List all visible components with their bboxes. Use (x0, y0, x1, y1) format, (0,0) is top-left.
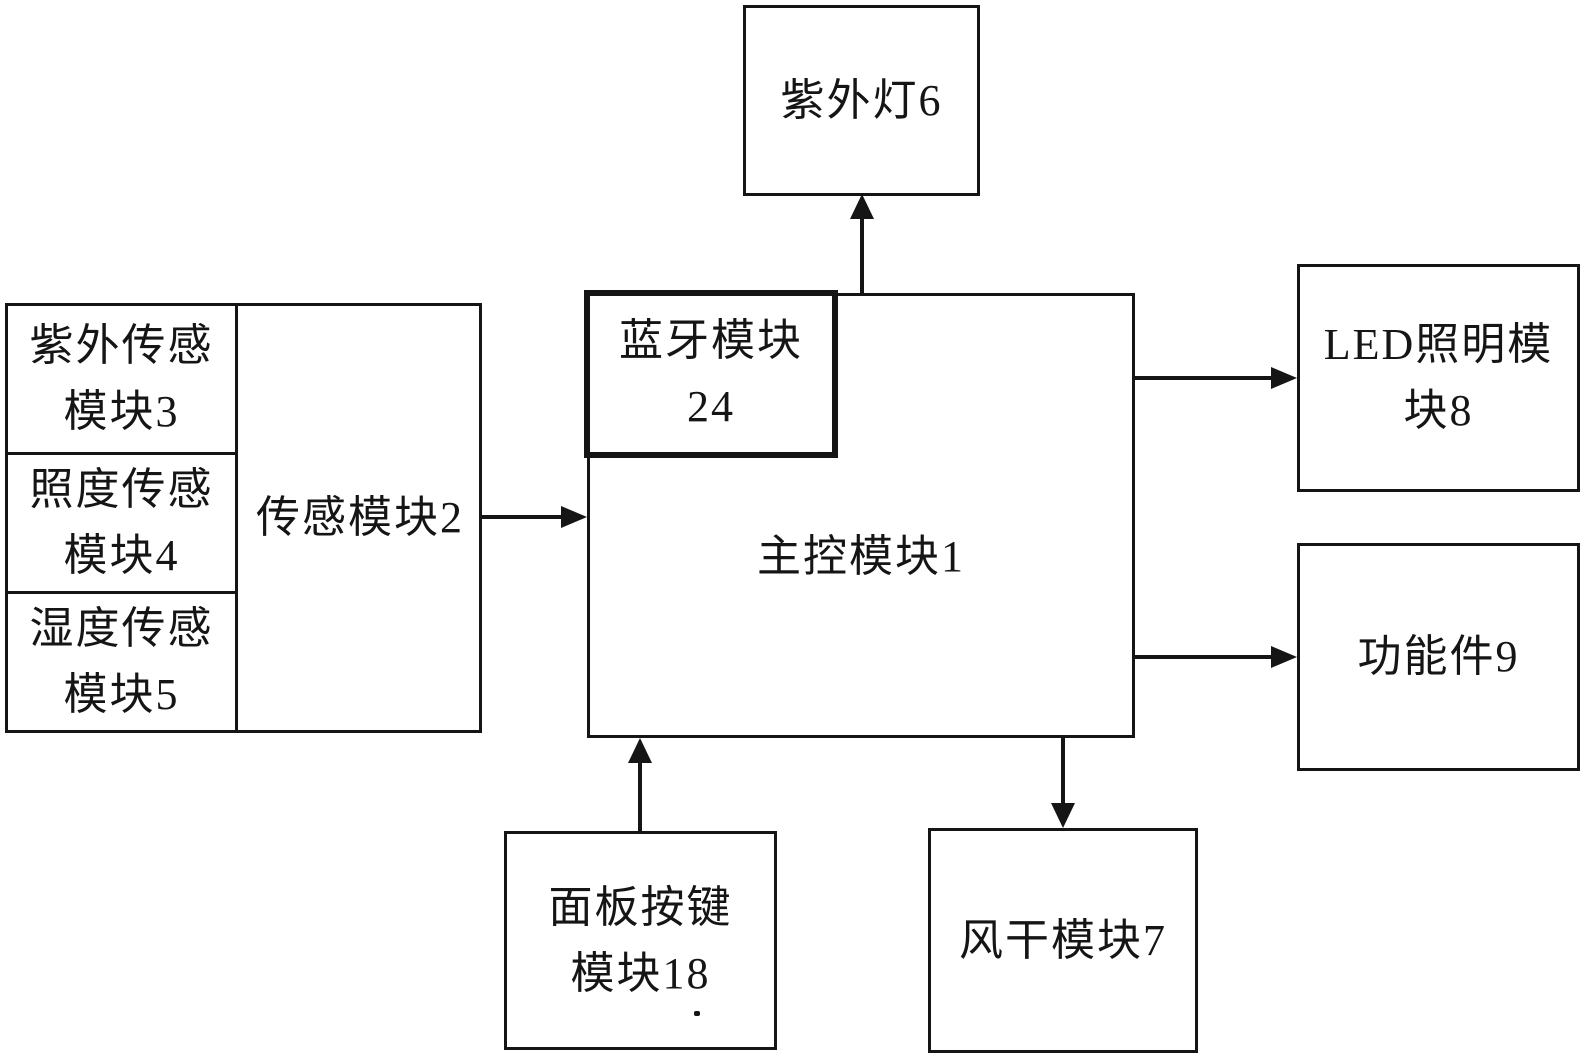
label-line: 功能件9 (1357, 632, 1520, 681)
label-line: 模块5 (63, 670, 180, 719)
label-line: 模块18 (570, 948, 711, 998)
node-sensor-module-label: 传感模块2 (256, 485, 464, 551)
label-line: 传感模块2 (256, 493, 464, 542)
label-line: 紫外灯6 (780, 75, 943, 125)
scan-artifact-dot (694, 1011, 700, 1016)
node-uv-lamp: 紫外灯6 (743, 5, 980, 196)
node-sensor-illuminance: 照度传感 模块4 (5, 452, 238, 594)
node-sensor-illuminance-label: 照度传感 模块4 (30, 457, 214, 589)
label-line: 模块3 (63, 387, 180, 436)
arrowhead-right-icon (561, 506, 587, 528)
label-line: 湿度传感 (29, 604, 214, 653)
label-line: 蓝牙模块 (619, 316, 803, 365)
node-air-dry: 风干模块7 (928, 828, 1198, 1053)
arrow-shaft (482, 515, 566, 519)
arrow-shaft (638, 760, 642, 831)
label-line: 块8 (1403, 386, 1474, 435)
node-functional-part: 功能件9 (1297, 543, 1580, 771)
arrow-shaft (860, 216, 864, 293)
node-panel-buttons-label: 面板按键 模块18 (549, 875, 733, 1007)
label-line: 模块4 (63, 531, 180, 580)
node-led-lighting-label: LED照明模 块8 (1324, 312, 1554, 444)
arrow-shaft (1135, 376, 1275, 380)
label-line: 照度传感 (29, 465, 214, 514)
node-sensor-humidity-label: 湿度传感 模块5 (30, 596, 214, 728)
arrow-shaft (1135, 655, 1275, 659)
label-line: 24 (687, 382, 735, 431)
node-functional-part-label: 功能件9 (1358, 624, 1520, 690)
label-line: LED照明模 (1323, 320, 1554, 369)
node-air-dry-label: 风干模块7 (959, 908, 1167, 974)
arrowhead-down-icon (1051, 803, 1075, 828)
label-line: 紫外传感 (29, 321, 214, 370)
node-uv-lamp-label: 紫外灯6 (781, 68, 943, 134)
arrowhead-right-icon (1271, 367, 1297, 389)
label-line: 风干模块7 (959, 915, 1167, 965)
node-bluetooth-label: 蓝牙模块 24 (619, 308, 803, 440)
node-led-lighting: LED照明模 块8 (1297, 264, 1580, 492)
label-line: 面板按键 (548, 882, 733, 932)
node-sensor-uv: 紫外传感 模块3 (5, 303, 238, 455)
node-bluetooth: 蓝牙模块 24 (584, 290, 838, 458)
node-main-control-label: 主控模块1 (590, 524, 1132, 590)
arrowhead-right-icon (1271, 646, 1297, 668)
node-panel-buttons: 面板按键 模块18 (504, 831, 777, 1050)
arrowhead-up-icon (628, 738, 652, 763)
node-sensor-module: 传感模块2 (238, 303, 482, 733)
arrow-shaft (1061, 738, 1065, 805)
label-line: 主控模块1 (757, 532, 965, 581)
node-sensor-uv-label: 紫外传感 模块3 (30, 313, 214, 445)
arrowhead-up-icon (850, 194, 874, 219)
node-sensor-humidity: 湿度传感 模块5 (5, 591, 238, 733)
